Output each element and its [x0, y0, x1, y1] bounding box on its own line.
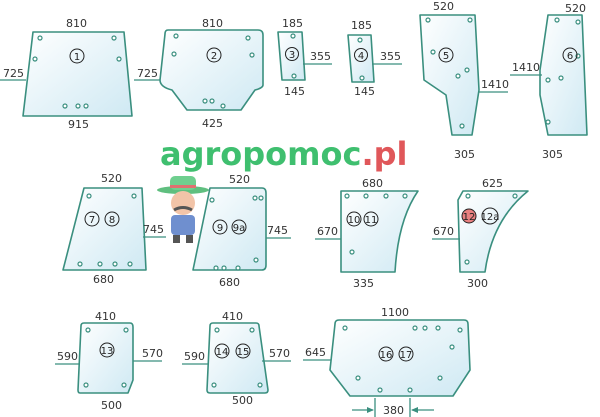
- panel-number: 13: [101, 346, 114, 357]
- panel-10-11: 10 11 680 670 335: [315, 177, 419, 290]
- dim-side: 645: [305, 346, 326, 359]
- panel-number: 3: [289, 50, 295, 61]
- panel-number: 9: [217, 223, 223, 234]
- arrow-right-icon: [367, 407, 374, 413]
- panel-3: 3 185 355 145: [277, 17, 332, 98]
- panel-number: 2: [211, 51, 217, 62]
- dim-top: 185: [282, 17, 303, 30]
- panel-16-17: 16 17 1100 645 380: [303, 306, 471, 417]
- dim-top: 625: [482, 177, 503, 190]
- panel-number: 16: [380, 350, 393, 361]
- dim-bottom: 680: [219, 276, 240, 289]
- dim-side: 570: [142, 347, 163, 360]
- dim-side: 355: [310, 50, 331, 63]
- panel-number: 12: [463, 212, 476, 223]
- panel-number: 11: [365, 215, 378, 226]
- panel-number: 6: [567, 51, 573, 62]
- dim-bottom: 300: [467, 277, 488, 290]
- panel-2: 2 810 725 425: [134, 17, 264, 130]
- panel-number: 15: [237, 347, 250, 358]
- panel-number: 5: [443, 51, 449, 62]
- panel-6: 6 520 1410 305: [510, 2, 588, 161]
- dim-side: 745: [143, 223, 164, 236]
- panel-13: 13 410 590 570 500: [55, 310, 163, 412]
- dim-top: 520: [229, 173, 250, 186]
- dim-left: 590: [57, 350, 78, 363]
- arrow-left-icon: [411, 407, 418, 413]
- dim-side: 745: [267, 224, 288, 237]
- dim-bottom: 145: [354, 85, 375, 98]
- dim-top: 520: [565, 2, 586, 15]
- panel-1: 1 810 725 915: [0, 17, 133, 131]
- dim-side: 1410: [481, 78, 509, 91]
- panel-number: 8: [109, 215, 115, 226]
- dim-top: 1100: [381, 306, 409, 319]
- dim-top: 520: [433, 0, 454, 13]
- panel-14-15: 14 15 410 590 570 500: [182, 310, 291, 407]
- dim-bottom: 305: [454, 148, 475, 161]
- dim-side: 1410: [512, 61, 540, 74]
- dim-side: 570: [269, 347, 290, 360]
- panel-9-9a: 9 9a 520 745 680: [192, 173, 291, 289]
- panel-number: 9a: [233, 223, 246, 234]
- dim-top: 185: [351, 19, 372, 32]
- panel-number: 12a: [481, 212, 500, 223]
- watermark-text: agropomoc.pl: [160, 135, 407, 173]
- dim-bottom: 305: [542, 148, 563, 161]
- dim-side: 670: [317, 225, 338, 238]
- dim-side: 725: [3, 67, 24, 80]
- panel-number: 17: [400, 350, 413, 361]
- dim-bottom: 915: [68, 118, 89, 131]
- panel-number: 14: [216, 347, 229, 358]
- dim-bottom: 145: [284, 85, 305, 98]
- panel-4: 4 185 355 145: [347, 19, 402, 98]
- dim-side: 670: [433, 225, 454, 238]
- panel-number: 4: [358, 51, 364, 62]
- dim-side: 725: [137, 67, 158, 80]
- farmer-mascot-logo: [157, 176, 209, 243]
- dim-bottom: 500: [232, 394, 253, 407]
- dim-bottom: 680: [93, 273, 114, 286]
- dim-bottom: 425: [202, 117, 223, 130]
- panel-number: 10: [348, 215, 361, 226]
- dim-top: 680: [362, 177, 383, 190]
- dim-side: 355: [380, 50, 401, 63]
- dim-bottom: 500: [101, 399, 122, 412]
- panel-number: 7: [89, 215, 95, 226]
- panel-7-8: 7 8 520 745 680: [62, 172, 166, 286]
- dim-top: 520: [101, 172, 122, 185]
- dim-top: 810: [66, 17, 87, 30]
- panel-number: 1: [74, 52, 80, 63]
- dim-bottom: 380: [383, 404, 404, 417]
- dim-left: 590: [184, 350, 205, 363]
- dim-bottom: 335: [353, 277, 374, 290]
- dim-top: 810: [202, 17, 223, 30]
- dim-top: 410: [222, 310, 243, 323]
- dim-top: 410: [95, 310, 116, 323]
- panel-12-12a: 12 12a 625 670 300: [432, 177, 529, 290]
- panel-5: 5 520 1410 305: [419, 0, 509, 161]
- watermark: agropomoc.pl: [160, 135, 407, 173]
